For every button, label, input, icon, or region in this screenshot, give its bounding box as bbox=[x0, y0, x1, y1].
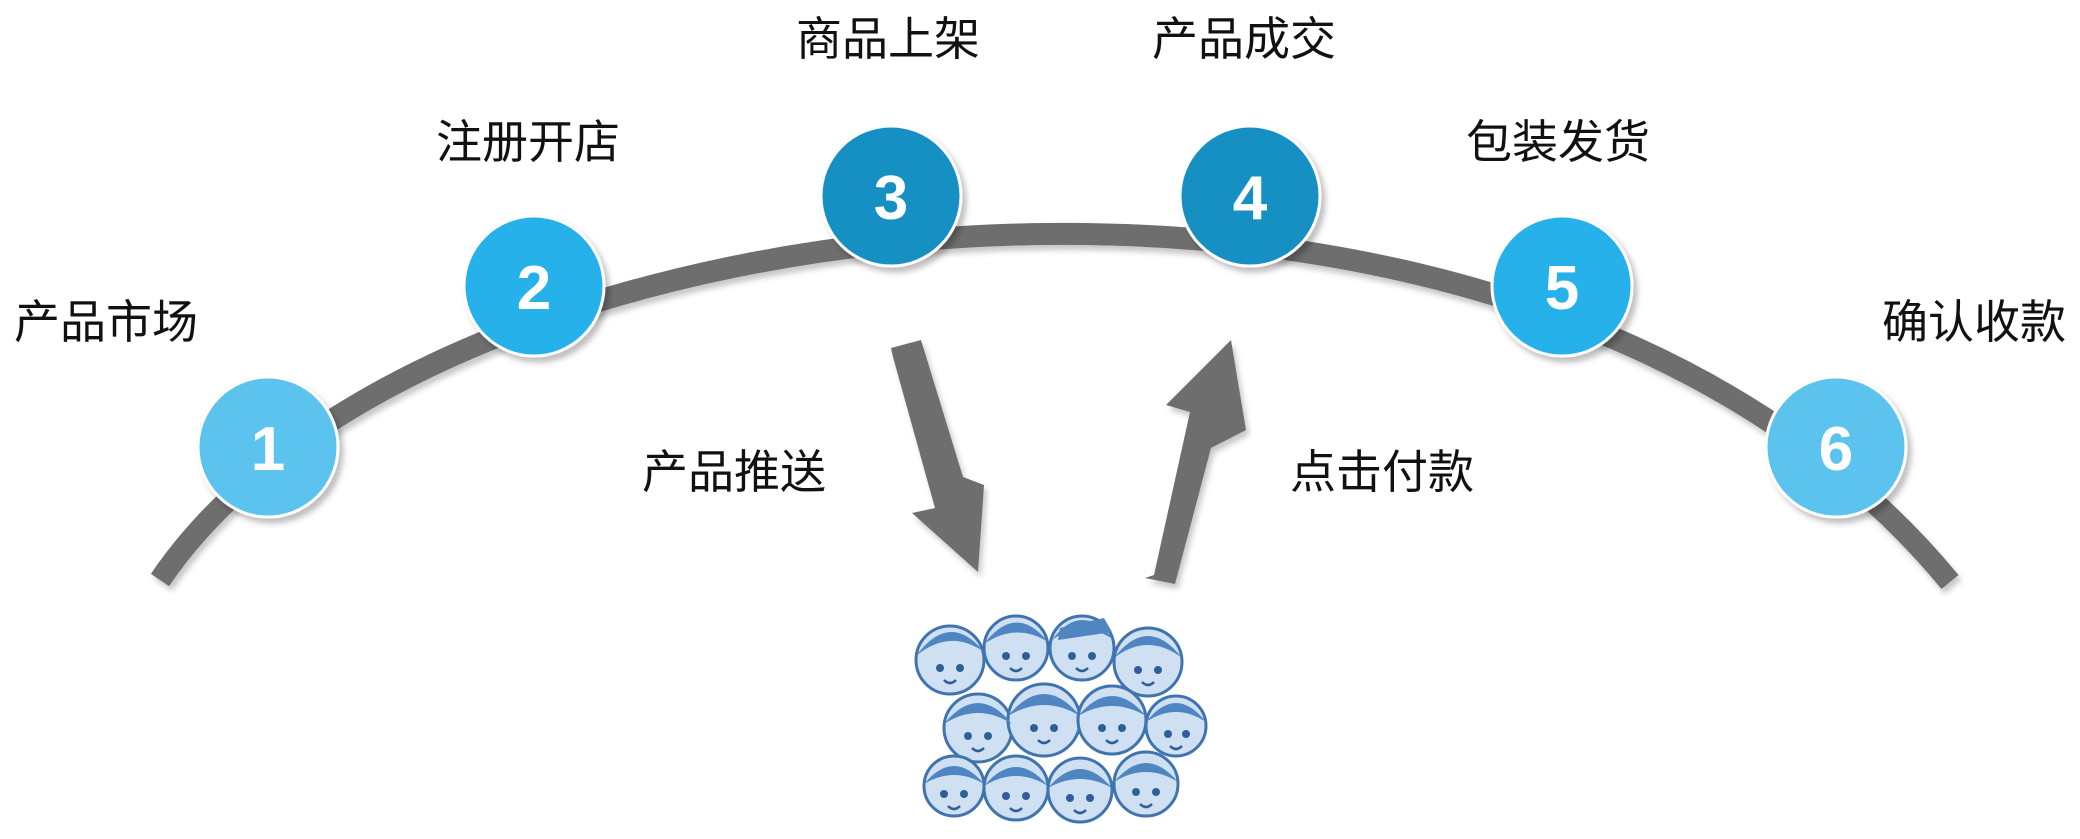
step-2-number: 2 bbox=[517, 254, 551, 323]
push-label: 产品推送 bbox=[642, 445, 826, 499]
pay-arrow bbox=[1145, 340, 1246, 584]
step-1: 1 bbox=[196, 375, 340, 519]
step-3: 3 bbox=[819, 124, 963, 268]
step-6-label: 确认收款 bbox=[1882, 295, 2066, 349]
step-2-circle bbox=[462, 214, 606, 358]
push-arrow bbox=[891, 340, 984, 572]
step-3-circle bbox=[819, 124, 963, 268]
step-1-label: 产品市场 bbox=[14, 295, 198, 349]
step-2: 2 bbox=[462, 214, 606, 358]
step-6: 6 bbox=[1764, 375, 1908, 519]
step-3-label: 商品上架 bbox=[796, 12, 980, 66]
step-1-circle bbox=[196, 375, 340, 519]
step-4-circle bbox=[1178, 124, 1322, 268]
step-4: 4 bbox=[1178, 124, 1322, 268]
step-6-circle bbox=[1764, 375, 1908, 519]
step-1-number: 1 bbox=[251, 415, 285, 484]
step-5-circle bbox=[1490, 214, 1634, 358]
step-5: 5 bbox=[1490, 214, 1634, 358]
step-4-number: 4 bbox=[1233, 164, 1268, 233]
pay-label: 点击付款 bbox=[1290, 445, 1474, 499]
step-5-number: 5 bbox=[1545, 254, 1579, 323]
customer-crowd-image bbox=[914, 608, 1217, 830]
step-3-number: 3 bbox=[874, 164, 908, 233]
step-6-number: 6 bbox=[1819, 415, 1853, 484]
process-arc bbox=[150, 222, 1959, 590]
step-2-label: 注册开店 bbox=[436, 115, 620, 169]
step-5-label: 包装发货 bbox=[1466, 115, 1650, 169]
step-4-label: 产品成交 bbox=[1152, 12, 1336, 66]
